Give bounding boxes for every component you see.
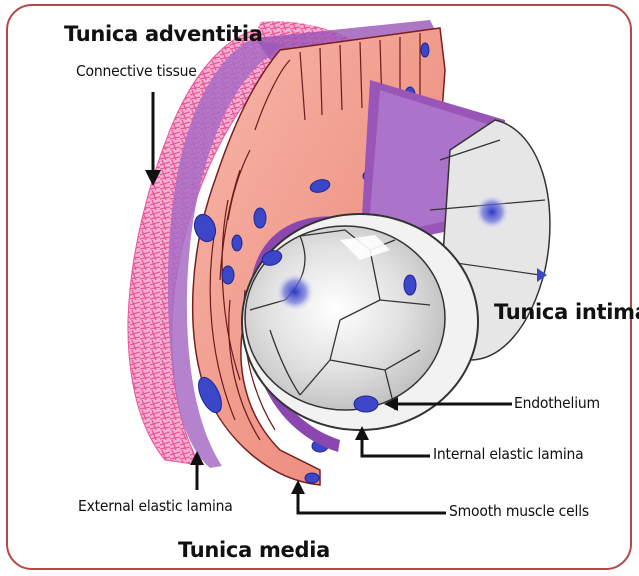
smooth-muscle-cells-label: Smooth muscle cells (449, 502, 589, 520)
tunica-intima-label: Tunica intima (494, 300, 639, 324)
internal-elastic-lamina-label: Internal elastic lamina (433, 445, 584, 463)
connective-tissue-label: Connective tissue (76, 62, 197, 80)
tunica-adventitia-label: Tunica adventitia (64, 22, 263, 46)
external-elastic-lamina-label: External elastic lamina (78, 497, 233, 515)
endothelium-label: Endothelium (514, 394, 600, 412)
tunica-media-label: Tunica media (178, 538, 330, 562)
